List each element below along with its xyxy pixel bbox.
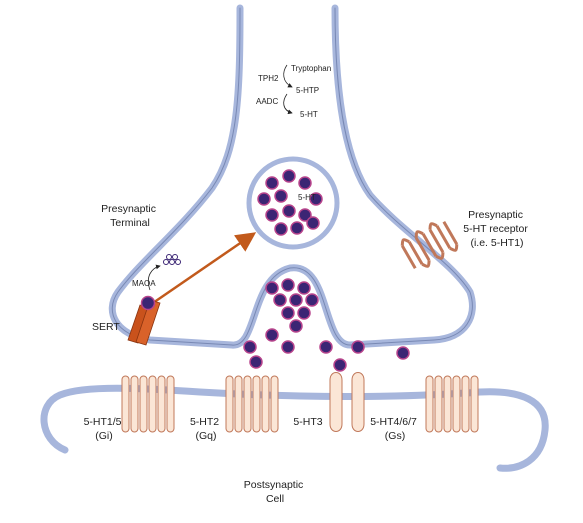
5-htp-label: 5-HTP — [296, 86, 319, 95]
releasing-molecules — [265, 278, 319, 333]
biosynthesis-pathway: Tryptophan TPH2 5-HTP AADC 5-HT — [256, 64, 331, 119]
tph2-label: TPH2 — [258, 74, 279, 83]
presynaptic-5-ht-receptor — [400, 220, 459, 270]
5-ht-label: 5-HT — [300, 110, 318, 119]
receptor-5-ht4-6-7 — [425, 375, 479, 433]
tryptophan-label: Tryptophan — [291, 64, 331, 73]
receptor-5-ht3 — [329, 372, 365, 432]
vesicle-5-ht-label: 5-HT — [298, 193, 316, 202]
receptor-label-5-ht4-6-7: 5-HT4/6/7 (Gs) — [370, 416, 420, 442]
presynaptic-terminal-label: Presynaptic Terminal — [101, 203, 159, 229]
degraded-metabolite — [163, 254, 181, 265]
cleft-molecules — [243, 328, 410, 372]
postsynaptic-membrane — [40, 384, 549, 472]
maoa-arrow — [147, 264, 161, 291]
receptor-label-5-ht2: 5-HT2 (Gq) — [190, 416, 222, 442]
receptor-label-5-ht3: 5-HT3 — [293, 416, 322, 428]
vesicle-molecules — [257, 169, 323, 236]
sert-label: SERT — [92, 321, 120, 333]
presynaptic-receptor-label: Presynaptic 5-HT receptor (i.e. 5-HT1) — [463, 209, 531, 249]
receptor-5-ht1-5 — [121, 375, 175, 433]
sert-transporter — [127, 295, 161, 346]
reuptake-arrow — [149, 232, 257, 307]
receptor-5-ht2 — [225, 375, 279, 433]
receptor-label-5-ht1-5: 5-HT1/5 (Gi) — [84, 416, 125, 442]
aadc-label: AADC — [256, 97, 278, 106]
postsynaptic-cell-label: Postsynaptic Cell — [244, 479, 306, 505]
maoa-label: MAOA — [132, 279, 156, 288]
